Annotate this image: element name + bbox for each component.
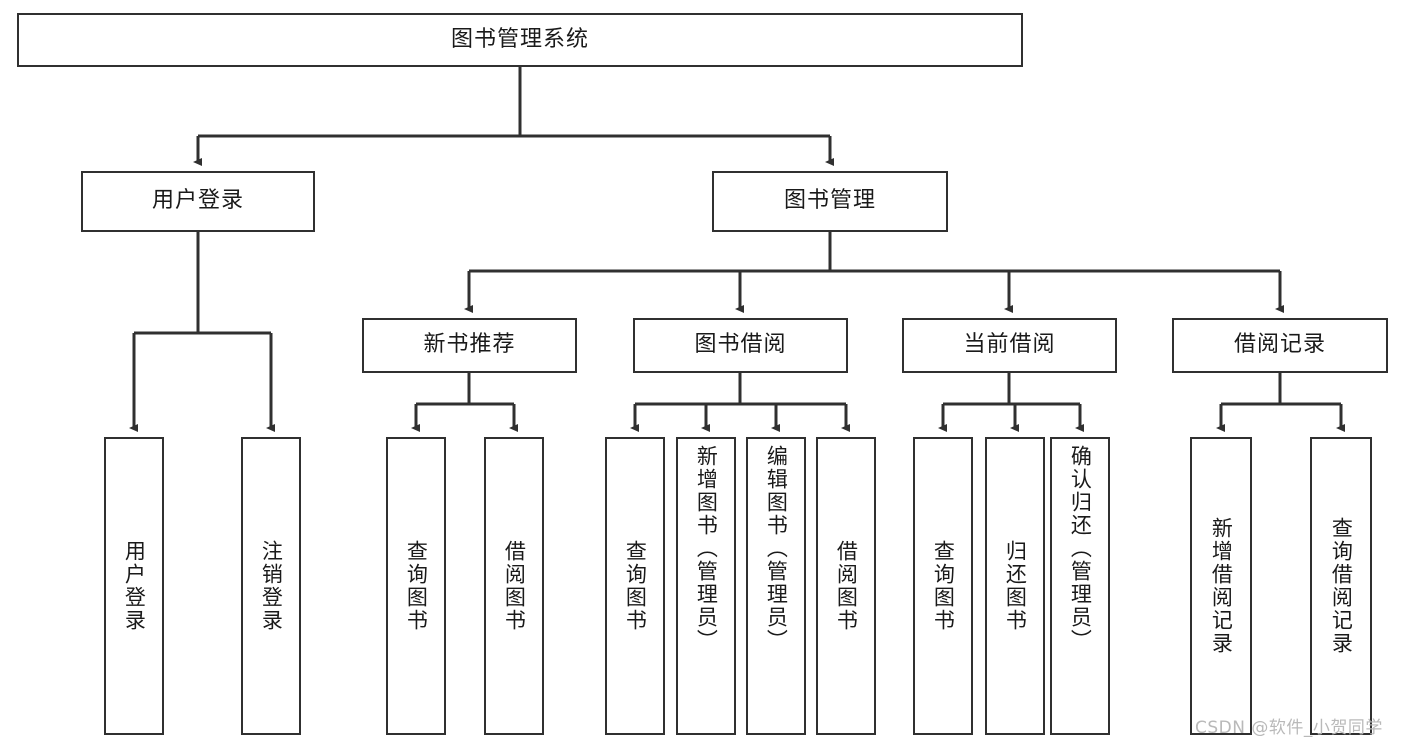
node-root-label: 图书管理系统 bbox=[450, 26, 589, 52]
leaf-logout[interactable]: 注销登录 bbox=[241, 437, 301, 735]
leaf-return-book-label: 归还图书 bbox=[1003, 540, 1028, 632]
node-book-borrow-label: 图书借阅 bbox=[694, 332, 787, 358]
node-borrow-record[interactable]: 借阅记录 bbox=[1172, 318, 1388, 373]
leaf-edit-book-label: 编辑图书（管理员） bbox=[764, 445, 789, 652]
leaf-query-book-1-label: 查询图书 bbox=[404, 540, 429, 632]
leaf-add-borrow-record[interactable]: 新增借阅记录 bbox=[1190, 437, 1252, 735]
leaf-query-book-2-label: 查询图书 bbox=[623, 540, 648, 632]
leaf-confirm-return[interactable]: 确认归还（管理员） bbox=[1050, 437, 1110, 735]
node-user-login-label: 用户登录 bbox=[151, 188, 244, 214]
leaf-query-borrow-record[interactable]: 查询借阅记录 bbox=[1310, 437, 1372, 735]
node-borrow-record-label: 借阅记录 bbox=[1233, 332, 1326, 358]
leaf-user-login[interactable]: 用户登录 bbox=[104, 437, 164, 735]
leaf-borrow-book-1[interactable]: 借阅图书 bbox=[484, 437, 544, 735]
leaf-query-book-3-label: 查询图书 bbox=[931, 540, 956, 632]
leaf-confirm-return-label: 确认归还（管理员） bbox=[1068, 445, 1093, 652]
leaf-borrow-book-2[interactable]: 借阅图书 bbox=[816, 437, 876, 735]
leaf-borrow-book-2-label: 借阅图书 bbox=[834, 540, 859, 632]
csdn-watermark: CSDN @软件_小贺同学 bbox=[1195, 718, 1383, 738]
leaf-add-book[interactable]: 新增图书（管理员） bbox=[676, 437, 736, 735]
node-current-borrow[interactable]: 当前借阅 bbox=[902, 318, 1117, 373]
leaf-borrow-book-1-label: 借阅图书 bbox=[502, 540, 527, 632]
leaf-query-book-1[interactable]: 查询图书 bbox=[386, 437, 446, 735]
leaf-return-book[interactable]: 归还图书 bbox=[985, 437, 1045, 735]
node-current-borrow-label: 当前借阅 bbox=[963, 332, 1056, 358]
leaf-edit-book[interactable]: 编辑图书（管理员） bbox=[746, 437, 806, 735]
leaf-query-book-2[interactable]: 查询图书 bbox=[605, 437, 665, 735]
leaf-query-borrow-record-label: 查询借阅记录 bbox=[1329, 517, 1354, 655]
node-book-manage[interactable]: 图书管理 bbox=[712, 171, 948, 232]
node-root[interactable]: 图书管理系统 bbox=[17, 13, 1023, 67]
node-user-login[interactable]: 用户登录 bbox=[81, 171, 315, 232]
leaf-logout-label: 注销登录 bbox=[259, 540, 284, 632]
node-book-borrow[interactable]: 图书借阅 bbox=[633, 318, 848, 373]
node-new-book-recommend[interactable]: 新书推荐 bbox=[362, 318, 577, 373]
node-book-manage-label: 图书管理 bbox=[783, 188, 876, 214]
leaf-user-login-label: 用户登录 bbox=[122, 540, 147, 632]
leaf-query-book-3[interactable]: 查询图书 bbox=[913, 437, 973, 735]
leaf-add-borrow-record-label: 新增借阅记录 bbox=[1209, 517, 1234, 655]
leaf-add-book-label: 新增图书（管理员） bbox=[694, 445, 719, 652]
node-new-book-recommend-label: 新书推荐 bbox=[423, 332, 516, 358]
